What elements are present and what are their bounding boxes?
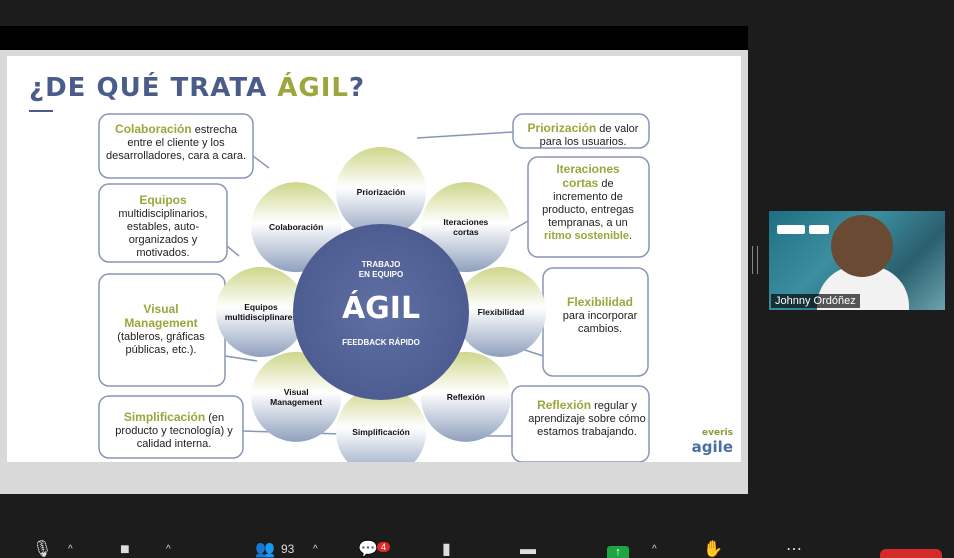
circle-label-simplificacion: Simplificación <box>352 427 410 437</box>
box-priorizacion <box>512 113 650 149</box>
chevron-up-icon[interactable]: ^ <box>166 544 171 555</box>
record-icon[interactable]: ▬ <box>520 541 536 558</box>
box-simplificacion <box>98 395 244 459</box>
presentation-slide: ¿DE QUÉ TRATA ÁGIL? <box>0 50 748 494</box>
center-top-line2: EN EQUIPO <box>359 270 403 279</box>
split-view-handle[interactable] <box>752 246 758 274</box>
background-badge <box>777 225 805 234</box>
participants-icon[interactable]: 👥 <box>255 541 275 558</box>
end-meeting-button[interactable] <box>880 549 942 558</box>
slide-canvas: ¿DE QUÉ TRATA ÁGIL? <box>7 56 741 462</box>
center-bottom: FEEDBACK RÁPIDO <box>342 338 420 347</box>
chat-unread-badge: 4 <box>377 542 391 552</box>
chevron-up-icon[interactable]: ^ <box>652 544 657 555</box>
callout-connector <box>226 245 240 257</box>
circle-priorizacion <box>336 147 426 237</box>
circle-colaboracion <box>251 182 342 273</box>
circle-label-equipos: multidisciplinares <box>225 312 298 322</box>
circle-reflexion <box>420 351 511 442</box>
circle-label-iteraciones: cortas <box>453 227 479 237</box>
circle-label-equipos: Equipos <box>244 302 278 312</box>
circle-label-iteraciones: Iteraciones <box>443 217 488 227</box>
background-badge <box>809 225 829 234</box>
chat-icon[interactable]: 💬 <box>358 541 378 558</box>
callout-connector <box>224 355 258 362</box>
slide-title: ¿DE QUÉ TRATA ÁGIL? <box>29 73 366 103</box>
callout-colaboracion: Colaboración estrecha entre el cliente y… <box>105 122 246 163</box>
circle-label-flexibilidad: Flexibilidad <box>478 307 525 317</box>
circle-label-priorizacion: Priorización <box>357 187 406 197</box>
circle-label-visual: Management <box>270 397 322 407</box>
chevron-up-icon[interactable]: ^ <box>313 544 318 555</box>
box-equipos <box>98 183 228 263</box>
center-circle <box>293 224 469 400</box>
agile-diagram: PriorizaciónIteracionescortasFlexibilida… <box>98 113 650 462</box>
callout-connector <box>416 131 514 139</box>
callout-connector <box>252 155 270 169</box>
shared-screen: ¿DE QUÉ TRATA ÁGIL? <box>0 26 748 494</box>
circle-equipos <box>216 267 306 357</box>
everis-agile-logo: everis agile <box>691 428 733 456</box>
box-colaboracion <box>98 113 254 179</box>
center-top-line1: TRABAJO <box>362 260 401 269</box>
chevron-up-icon[interactable]: ^ <box>68 544 73 555</box>
polls-icon[interactable]: ▮ <box>442 541 451 558</box>
callout-iteraciones: Iteraciones cortas de incremento de prod… <box>542 162 634 243</box>
callout-priorizacion: Priorización de valor para los usuarios. <box>527 121 639 149</box>
stop-video-icon[interactable]: ■ <box>120 541 130 558</box>
circle-label-visual: Visual <box>284 387 309 397</box>
box-iteraciones <box>527 156 650 258</box>
title-underline <box>29 110 53 112</box>
circle-visual <box>251 351 342 442</box>
callout-reflexion: Reflexión regular y aprendizaje sobre có… <box>528 398 646 439</box>
circle-flexibilidad <box>456 267 546 357</box>
circle-label-colaboracion: Colaboración <box>269 222 323 232</box>
reactions-icon[interactable]: ✋ <box>703 541 723 558</box>
meeting-toolbar: 🎙 ^ ■ ^ 👥 93 ^ 💬 4 ▮ ▬ ↑ ^ ✋ ⋯ <box>0 536 954 558</box>
circle-iteraciones <box>420 182 511 273</box>
circle-simplificacion <box>336 387 426 462</box>
circle-label-reflexion: Reflexión <box>447 392 485 402</box>
participant-face <box>831 215 893 277</box>
share-screen-button[interactable]: ↑ <box>607 546 629 558</box>
participant-name: Johnny Ordóñez <box>771 294 860 308</box>
more-icon[interactable]: ⋯ <box>786 541 802 558</box>
mute-microphone-icon[interactable]: 🎙 <box>32 541 53 558</box>
callout-simplificacion: Simplificación (en producto y tecnología… <box>115 410 233 451</box>
box-reflexion <box>511 385 650 462</box>
participant-video-tile[interactable]: Johnny Ordóñez <box>769 211 945 310</box>
participants-count: 93 <box>281 542 295 556</box>
callout-visual: Visual Management(tableros, gráficas púb… <box>117 302 205 357</box>
center-main: ÁGIL <box>342 290 420 326</box>
